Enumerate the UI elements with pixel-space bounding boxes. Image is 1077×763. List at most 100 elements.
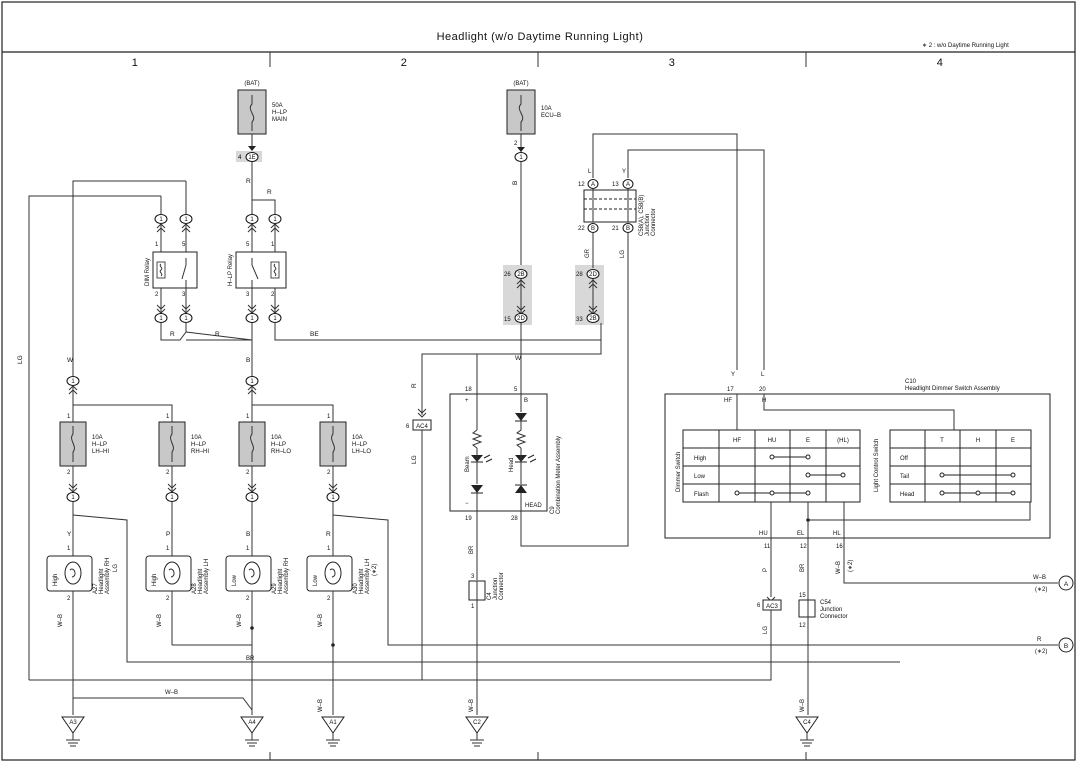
dim-relay: DIM Relay xyxy=(145,251,198,289)
svg-text:LH–HI: LH–HI xyxy=(92,449,109,455)
svg-text:W–B: W–B xyxy=(157,614,163,627)
svg-text:B: B xyxy=(246,531,250,538)
svg-text:W–B: W–B xyxy=(237,614,243,627)
svg-text:B: B xyxy=(524,398,528,404)
svg-text:16: 16 xyxy=(836,544,843,550)
column-markers: 1 2 3 4 xyxy=(132,52,944,760)
svg-text:ECU–B: ECU–B xyxy=(541,113,561,119)
svg-text:A: A xyxy=(626,182,630,188)
svg-text:3: 3 xyxy=(182,292,186,298)
svg-text:2: 2 xyxy=(514,141,518,147)
svg-text:5: 5 xyxy=(182,242,186,248)
svg-text:1: 1 xyxy=(159,217,163,223)
ground-a3: A3 xyxy=(61,716,85,747)
svg-text:18: 18 xyxy=(465,387,472,393)
svg-text:10A: 10A xyxy=(191,435,202,441)
svg-text:AC3: AC3 xyxy=(766,604,778,610)
svg-text:12: 12 xyxy=(800,544,807,550)
svg-text:H–LP: H–LP xyxy=(191,442,206,448)
svg-text:10A: 10A xyxy=(352,435,363,441)
svg-text:A27: A27 xyxy=(93,583,99,594)
svg-text:Junction: Junction xyxy=(645,214,651,236)
svg-text:1: 1 xyxy=(166,414,170,420)
svg-text:28: 28 xyxy=(511,516,518,522)
svg-text:HF: HF xyxy=(733,438,741,444)
svg-text:3: 3 xyxy=(246,292,250,298)
svg-text:HF: HF xyxy=(724,398,732,404)
svg-text:B: B xyxy=(246,357,250,364)
svg-text:Y: Y xyxy=(731,372,735,378)
svg-text:LG: LG xyxy=(620,250,626,258)
svg-text:21: 21 xyxy=(612,226,619,232)
svg-text:Assembly RH: Assembly RH xyxy=(284,558,290,594)
connector-ac4: 6 AC4 LG xyxy=(406,408,432,464)
svg-text:LG: LG xyxy=(17,355,24,364)
svg-text:4: 4 xyxy=(238,154,242,161)
svg-text:R: R xyxy=(170,331,175,338)
ground-a1: A1 xyxy=(321,716,345,747)
svg-text:2D: 2D xyxy=(517,316,525,322)
svg-text:1: 1 xyxy=(250,495,254,501)
svg-text:33: 33 xyxy=(576,317,583,323)
svg-text:Headlight: Headlight xyxy=(359,568,365,594)
svg-text:H–LP Relay: H–LP Relay xyxy=(228,254,234,286)
svg-text:Low: Low xyxy=(232,574,238,586)
svg-text:MAIN: MAIN xyxy=(272,117,287,123)
svg-text:1: 1 xyxy=(246,414,250,420)
connector-1e xyxy=(245,152,259,162)
svg-text:HU: HU xyxy=(759,531,768,537)
svg-text:10A: 10A xyxy=(541,106,552,112)
svg-text:Headlight: Headlight xyxy=(99,568,105,594)
svg-text:LH–LO: LH–LO xyxy=(352,449,371,455)
svg-text:L: L xyxy=(761,372,765,378)
svg-text:1: 1 xyxy=(67,414,71,420)
svg-text:W–B: W–B xyxy=(1033,575,1046,581)
footnote: ∗ 2 : w/o Daytime Running Light xyxy=(922,43,1009,49)
svg-text:L: L xyxy=(588,169,592,175)
svg-text:H–LP: H–LP xyxy=(352,442,367,448)
svg-text:C4: C4 xyxy=(487,592,493,600)
svg-text:HL: HL xyxy=(833,531,841,537)
c10-outputs: 11 12 16 P BR W–B (∗2) W–B (∗2) A R (∗2)… xyxy=(763,538,1074,655)
svg-text:W–B: W–B xyxy=(469,699,475,712)
svg-text:28: 28 xyxy=(576,272,583,278)
light-control-table: T H E Off Tail Head Light Control Switch xyxy=(874,429,1032,503)
offpage-connector-b xyxy=(1058,637,1074,653)
svg-text:1: 1 xyxy=(327,414,331,420)
svg-text:2: 2 xyxy=(155,292,159,298)
svg-text:B: B xyxy=(512,181,519,185)
offpage-connector-a xyxy=(1058,575,1074,591)
svg-text:2: 2 xyxy=(327,596,331,602)
svg-text:12: 12 xyxy=(578,182,585,188)
svg-text:R: R xyxy=(411,383,418,388)
svg-text:26: 26 xyxy=(504,272,511,278)
svg-text:−: − xyxy=(465,501,469,507)
svg-text:10A: 10A xyxy=(271,435,282,441)
svg-text:RH–LO: RH–LO xyxy=(271,449,291,455)
svg-text:A: A xyxy=(591,182,595,188)
svg-text:Connector: Connector xyxy=(820,614,848,620)
svg-text:C54: C54 xyxy=(820,600,832,606)
svg-text:LG: LG xyxy=(763,626,769,634)
svg-text:A: A xyxy=(1064,581,1069,588)
svg-text:W–B: W–B xyxy=(318,614,324,627)
svg-text:High: High xyxy=(53,574,59,586)
svg-text:E: E xyxy=(1011,438,1015,444)
svg-text:Flash: Flash xyxy=(694,492,709,498)
svg-text:19: 19 xyxy=(465,516,472,522)
svg-text:B: B xyxy=(626,226,630,232)
svg-text:1: 1 xyxy=(471,604,475,610)
diagram-title: Headlight (w/o Daytime Running Light) xyxy=(437,31,644,43)
lamp-ground-wires: 2 2 2 2 W–B W–B W–B W–B BR W–B W–B xyxy=(58,591,335,715)
svg-text:1: 1 xyxy=(71,379,75,385)
svg-text:Connector: Connector xyxy=(499,572,505,600)
junction-c4: 3 1 C4 Junction Connector xyxy=(468,572,505,610)
column-4: 4 xyxy=(937,57,944,69)
svg-text:Junction: Junction xyxy=(493,578,499,600)
svg-text:H: H xyxy=(976,438,980,444)
svg-text:1: 1 xyxy=(170,495,174,501)
svg-text:P: P xyxy=(763,568,769,572)
svg-text:A4: A4 xyxy=(248,720,256,726)
svg-text:HEAD: HEAD xyxy=(525,503,542,509)
svg-text:E: E xyxy=(806,438,810,444)
